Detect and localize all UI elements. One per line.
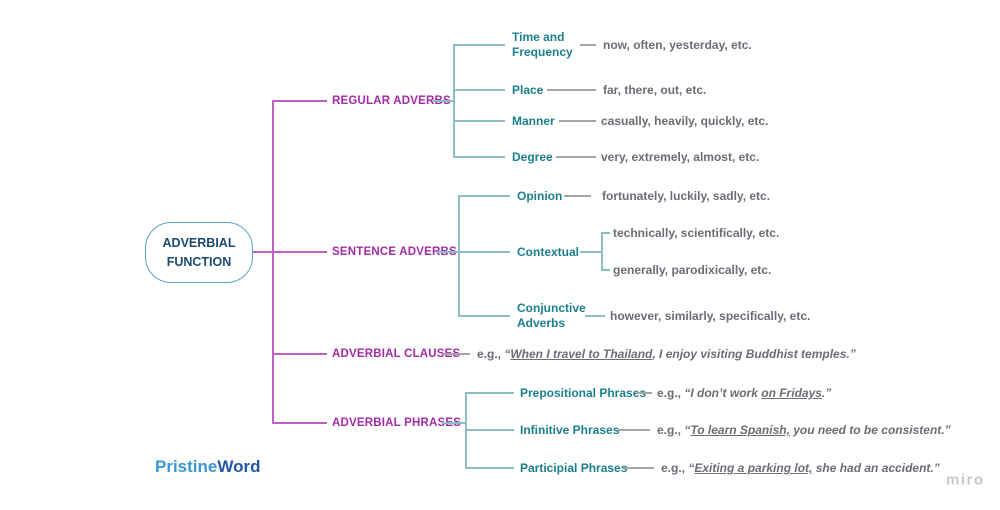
connector-line	[618, 429, 650, 431]
connector-line	[458, 251, 511, 253]
example-infinitive-phrases[interactable]: e.g., “To learn Spanish, you need to be …	[657, 423, 951, 437]
connector-line	[273, 100, 327, 102]
branch-regular-adverbs[interactable]: REGULAR ADVERBS	[332, 95, 451, 107]
example-degree[interactable]: very, extremely, almost, etc.	[601, 150, 760, 164]
node-place[interactable]: Place	[512, 83, 544, 97]
bracket-line	[601, 232, 603, 272]
example-contextual-2[interactable]: generally, parodixically, etc.	[613, 263, 772, 277]
connector-line	[580, 251, 602, 253]
logo-text-pristine: Pristine	[155, 457, 218, 476]
connector-line	[465, 467, 515, 469]
connector-line	[601, 232, 611, 234]
eg-prefix: e.g.,	[657, 423, 685, 437]
connector-line	[437, 251, 459, 253]
connector-line	[442, 422, 466, 424]
connector-line	[465, 429, 515, 431]
eg-quote: “When I travel to Thailand, I enjoy visi…	[504, 347, 856, 361]
connector-line	[253, 251, 273, 253]
branch-adverbial-phrases[interactable]: ADVERBIAL PHRASES	[332, 417, 462, 429]
example-place[interactable]: far, there, out, etc.	[603, 83, 707, 97]
connector-line	[458, 315, 511, 317]
eg-prefix: e.g.,	[477, 347, 505, 361]
node-conjunctive-adverbs[interactable]: Conjunctive Adverbs	[517, 301, 586, 330]
example-opinion[interactable]: fortunately, luckily, sadly, etc.	[602, 189, 771, 203]
connector-line	[443, 353, 470, 355]
connector-line	[453, 120, 506, 122]
branch-sentence-adverbs[interactable]: SENTENCE ADVERBS	[332, 246, 457, 258]
connector-line	[465, 392, 515, 394]
example-conjunctive-adverbs[interactable]: however, similarly, specifically, etc.	[610, 309, 811, 323]
example-time-and-frequency[interactable]: now, often, yesterday, etc.	[603, 38, 752, 52]
node-infinitive-phrases[interactable]: Infinitive Phrases	[520, 423, 620, 437]
connector-line	[458, 195, 511, 197]
node-prepositional-phrases[interactable]: Prepositional Phrases	[520, 386, 647, 400]
node-degree[interactable]: Degree	[512, 150, 553, 164]
node-participial-phrases[interactable]: Participial Phrases	[520, 461, 628, 475]
connector-line	[580, 44, 596, 46]
eg-quote: “To learn Spanish, you need to be consis…	[684, 423, 951, 437]
node-manner[interactable]: Manner	[512, 114, 555, 128]
logo-text-word: Word	[217, 457, 261, 476]
bracket-line	[458, 195, 460, 317]
eg-prefix: e.g.,	[661, 461, 689, 475]
connector-line	[453, 44, 506, 46]
pristineword-logo[interactable]: PristineWord	[155, 457, 260, 477]
example-prepositional-phrases[interactable]: e.g., “I don’t work on Fridays.”	[657, 386, 831, 400]
connector-line	[547, 89, 596, 91]
connector-line	[585, 315, 605, 317]
connector-line	[453, 156, 506, 158]
connector-line	[273, 422, 327, 424]
connector-line	[636, 392, 652, 394]
eg-quote: “I don’t work on Fridays.”	[684, 386, 832, 400]
node-contextual[interactable]: Contextual	[517, 245, 580, 259]
root-node[interactable]: ADVERBIAL FUNCTION	[145, 222, 253, 283]
connector-line	[273, 251, 327, 253]
connector-line	[559, 120, 596, 122]
example-participial-phrases[interactable]: e.g., “Exiting a parking lot, she had an…	[661, 461, 940, 475]
connector-line	[601, 269, 611, 271]
eg-quote: “Exiting a parking lot, she had an accid…	[688, 461, 940, 475]
branch-adverbial-clauses[interactable]: ADVERBIAL CLAUSES	[332, 348, 461, 360]
connector-line	[564, 195, 591, 197]
connector-line	[273, 353, 327, 355]
root-node-label: ADVERBIAL FUNCTION	[162, 236, 236, 269]
connector-line	[433, 100, 454, 102]
connector-line	[556, 156, 596, 158]
connector-line	[622, 467, 654, 469]
example-contextual-1[interactable]: technically, scientifically, etc.	[613, 226, 780, 240]
node-time-and-frequency[interactable]: Time and Frequency	[512, 30, 573, 59]
bracket-line	[453, 44, 455, 159]
node-opinion[interactable]: Opinion	[517, 189, 563, 203]
example-adverbial-clauses[interactable]: e.g., “When I travel to Thailand, I enjo…	[477, 347, 856, 361]
eg-prefix: e.g.,	[657, 386, 685, 400]
example-manner[interactable]: casually, heavily, quickly, etc.	[601, 114, 769, 128]
connector-line	[453, 89, 506, 91]
trunk-line	[272, 100, 274, 424]
miro-watermark: miro	[946, 471, 985, 489]
